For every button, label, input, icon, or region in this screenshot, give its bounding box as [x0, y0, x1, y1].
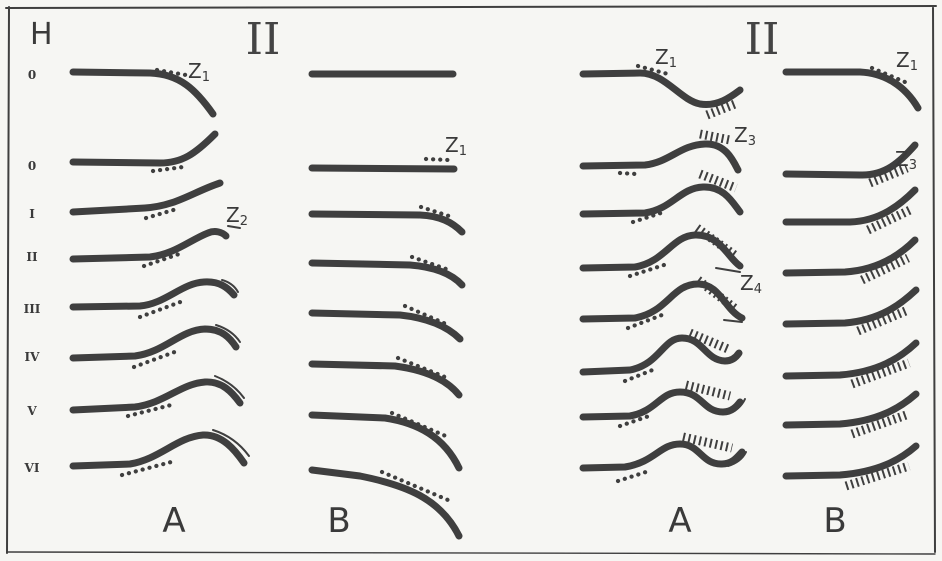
column-label-a: A	[162, 501, 185, 541]
panel-title-right: II	[745, 14, 780, 65]
column-label-a: A	[668, 501, 691, 541]
curve	[312, 168, 454, 169]
column-label-b: B	[823, 501, 846, 541]
row-label: IV	[25, 350, 41, 364]
panel-title-left: II	[246, 14, 281, 65]
row-label: 0	[28, 159, 36, 173]
row-label: I	[29, 207, 35, 221]
row-label: III	[24, 302, 41, 316]
row-label: VI	[24, 461, 40, 475]
axis-label-h: H	[30, 17, 53, 52]
row-label: V	[26, 404, 37, 418]
row-label: II	[26, 250, 38, 264]
column-label-b: B	[327, 501, 350, 541]
row-label: 0	[28, 68, 36, 82]
